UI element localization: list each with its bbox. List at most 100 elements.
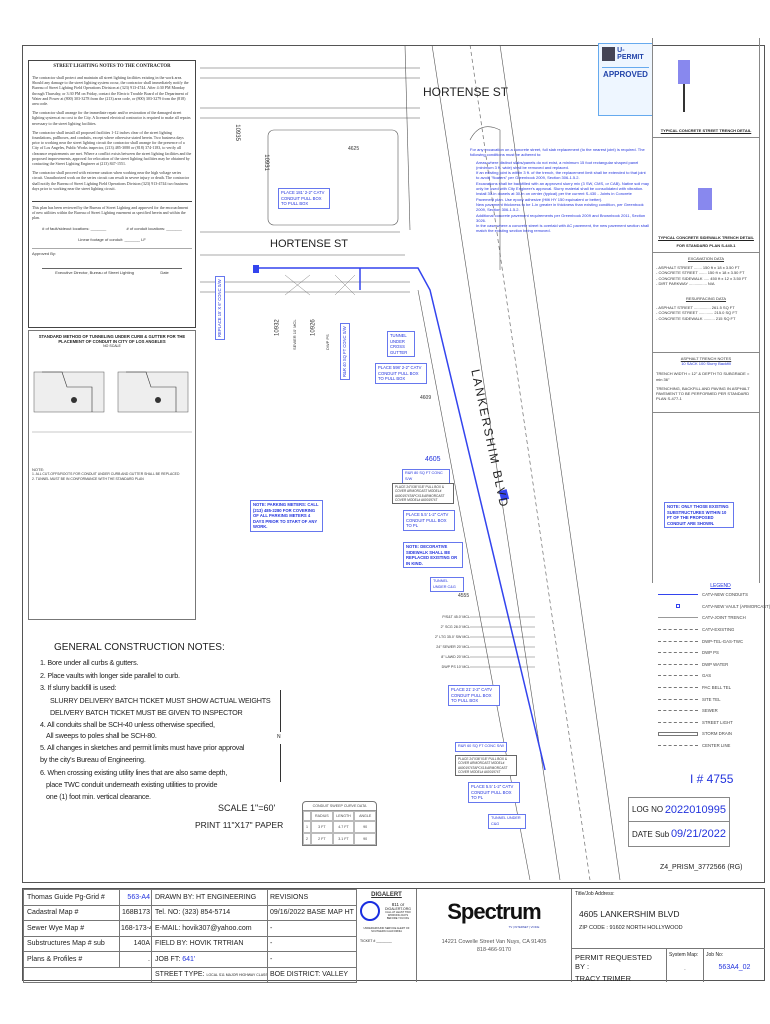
spectrum-tag: TV | INTERNET | VOICE: [508, 925, 540, 929]
spectrum-logo: Spectrum: [447, 899, 541, 924]
legend-title: LEGEND: [710, 583, 731, 589]
legend-item: DWP WATER: [658, 659, 763, 671]
legend-label: CATV-NEW CONDUITS: [702, 592, 748, 598]
resurfacing-title: RESURFACING DATA: [685, 296, 727, 302]
u-permit-status: APPROVED: [602, 67, 649, 79]
title-block-row: Plans & Profiles #.JOB FT: 641'-: [23, 951, 357, 968]
legend-swatch: [658, 594, 698, 596]
utility-labels: P/S&T 45.0' MCL 2" SCG 28.0' MCL 2" LTG …: [420, 612, 470, 672]
sweep-r2c3: 90: [354, 833, 376, 845]
digalert-logo: DIGALERT: [371, 892, 402, 898]
drawing-info-value: (323) 854-5714: [182, 909, 231, 917]
legend-label: DWP PS: [702, 650, 719, 656]
legend-item: CATV-EXISTING: [658, 624, 763, 636]
sidewalk-trench-sub: FOR STANDARD PLAN S-440-1: [676, 243, 736, 248]
street-hortense-top: HORTENSE ST: [423, 85, 509, 99]
gn-6b: place TWC conduit underneath existing ut…: [46, 780, 218, 789]
asphalt-title: ASPHALT TRENCH NOTES: [680, 356, 732, 361]
job-no-value: 563A4_02: [718, 964, 751, 971]
callout-decorative: NOTE: DECORATIVE SIDEWALK SHALL BE REPLA…: [403, 542, 463, 568]
excavation-data: EXCAVATION DATA - ASPHALT STREET .......…: [653, 253, 759, 353]
new-conduit-line: [255, 267, 546, 771]
legend-label: DWP WATER: [702, 661, 729, 667]
info-label: Thomas Guide Pg-Grid #: [23, 889, 120, 906]
legend-item: STREET LIGHT: [658, 717, 763, 729]
revision-cell: -: [267, 935, 357, 952]
gn-3: 3. If slurry backfill is used:: [40, 683, 117, 692]
title-label: Title/Job Address:: [575, 891, 615, 897]
vertical-callout-3: DWP PS: [325, 334, 330, 350]
legend-label: SITE TEL: [702, 696, 721, 702]
legend-item: SITE TEL: [658, 693, 763, 705]
utility-3: 24" SEWER 20' MCL: [436, 645, 470, 649]
note-p3: The contractor shall install all propose…: [32, 129, 192, 167]
sweep-r1c1: 3 FT: [311, 821, 333, 833]
concrete-street-notes: For any excavation on a concrete street,…: [470, 147, 650, 234]
excavation-2: - CONCRETE SIDEWALK ..... 450 ft x 12 x …: [656, 275, 747, 281]
utility-0: P/S&T 45.0' MCL: [442, 615, 470, 619]
digalert-url: DIGALERT.ORG: [385, 907, 411, 911]
excavation-1: - CONCRETE STREET ....... 150 ft x 18 x …: [656, 270, 745, 276]
title-block-row: STREET TYPE: LOCAL S11 MAJOR HIGHWAY CLA…: [23, 966, 357, 983]
sweep-r1c2: 4.7 FT: [332, 821, 355, 833]
callout-place-low: PLACE 21' 2-2" CATV CONDUIT PULL BOX TO …: [448, 685, 500, 706]
vertical-callout-4: R&R 40 SQ FT CONC S/W: [340, 323, 350, 380]
legend-swatch: [658, 698, 698, 700]
legend-item: CATV-NEW VAULT (ARMORCAST): [658, 601, 770, 613]
legend-label: CATV-EXISTING: [702, 627, 735, 633]
excavation-0: - ASPHALT STREET ....... 150 ft x 18 x 3…: [656, 265, 740, 271]
concrete-b4: New pavement thickness to be 1-in greate…: [476, 201, 644, 213]
system-map-label: System Map:: [669, 952, 699, 958]
right-detail-column: TYPICAL CONCRETE STREET TRENCH DETAIL TY…: [652, 38, 760, 583]
sweep-h1: RADIUS: [311, 811, 333, 821]
callout-tunnel-cg: TUNNEL UNDER C&G: [430, 577, 464, 592]
legend-item: PAC BELL TEL: [658, 682, 763, 694]
parcel-10932: 10932: [274, 319, 281, 336]
callout-pullbox2: PLACE 24"X36"X18" PULL BOX & COVER ARMOR…: [455, 755, 517, 777]
legend-swatch: [658, 640, 698, 642]
scale-label: SCALE 1"=60': [218, 803, 276, 813]
footage-field: Linear footage of conduit: _______ LF: [78, 236, 146, 242]
callout-place-pl2: PLACE 5.5' 1-2" CATV CONDUIT PULL BOX TO…: [468, 782, 520, 803]
concrete-b0: Areas where distinct slabs/panels do not…: [476, 159, 639, 170]
legend-item: DWP PS: [658, 647, 763, 659]
drawing-info-label: FIELD BY:: [155, 940, 188, 948]
vertical-callout-2: SEWER 10' MCL: [292, 319, 297, 350]
log-date-box: LOG NO 2022010995 DATE Sub 09/21/2022: [628, 797, 730, 847]
legend-swatch: [658, 710, 698, 712]
lot-4609: 4609: [420, 395, 432, 401]
drawing-info-label: STREET TYPE:: [155, 971, 205, 979]
sidewalk-trench-title: TYPICAL CONCRETE SIDEWALK TRENCH DETAIL: [658, 235, 754, 240]
utility-1: 2" SCG 28.0' MCL: [440, 625, 470, 629]
legend-label: CATV-NEW VAULT (ARMORCAST): [702, 603, 770, 609]
sweep-h0: [303, 811, 311, 821]
revision-cell: REVISIONS: [267, 889, 357, 906]
asphalt-trench-notes: ASPHALT TRENCH NOTES 10 SACK 100 Slurry …: [653, 353, 759, 413]
lot-4625: 4625: [348, 146, 360, 152]
drawing-info-value: HT ENGINEERING: [195, 893, 257, 901]
legend-item: GAS: [658, 670, 763, 682]
site-plan-map: [200, 44, 621, 881]
note-p4: The contractor shall proceed with extrem…: [32, 170, 190, 191]
fault-field: # of fault/sideout locations: _______: [42, 225, 107, 231]
gn-1: 1. Bore under all curbs & gutters.: [40, 658, 139, 667]
asphalt-sub: 10 SACK 100 Slurry Backfill: [681, 361, 731, 367]
concrete-b2: Excavations shall be backfilled with an …: [476, 180, 649, 192]
info-value: 168B173: [119, 904, 152, 921]
sidewalk-trench-detail: TYPICAL CONCRETE SIDEWALK TRENCH DETAIL …: [653, 138, 759, 253]
vertical-callout-1: REPLACE 15' X 6" CONC S/W: [215, 276, 225, 340]
asphalt-1: TRENCHING, BACKFILL AND PAVING IN ASPHAL…: [656, 385, 750, 402]
legend-swatch: [658, 652, 698, 654]
concrete-b1: If an existing joint is within 3 ft. of …: [476, 170, 646, 181]
gn-3b: DELIVERY BATCH TICKET MUST BE GIVEN TO I…: [50, 708, 243, 717]
gn-3a: SLURRY DELIVERY BATCH TICKET MUST SHOW A…: [50, 695, 271, 705]
i-number: I # 4755: [690, 772, 734, 786]
revision-cell: 09/16/2022 BASE MAP HT: [267, 904, 357, 921]
legend-item: STORM DRAIN: [658, 728, 763, 740]
drawing-info-value: 641': [182, 955, 196, 963]
